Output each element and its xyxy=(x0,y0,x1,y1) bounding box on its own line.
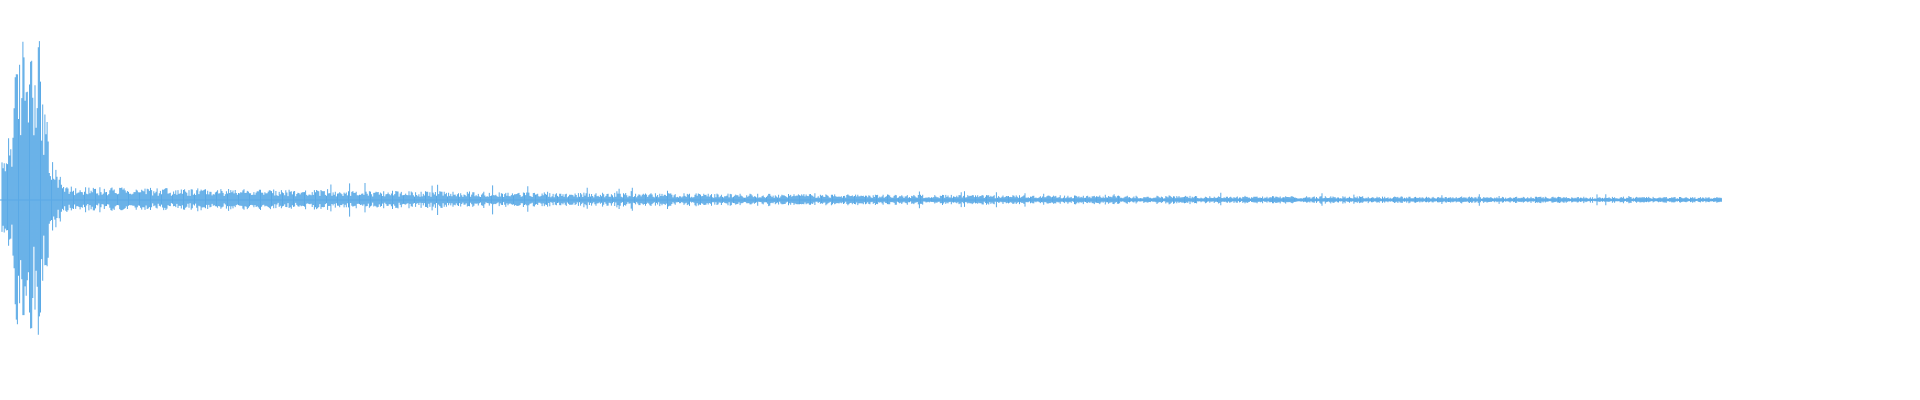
waveform-path xyxy=(1,41,1722,335)
waveform-samples xyxy=(1,41,1722,335)
